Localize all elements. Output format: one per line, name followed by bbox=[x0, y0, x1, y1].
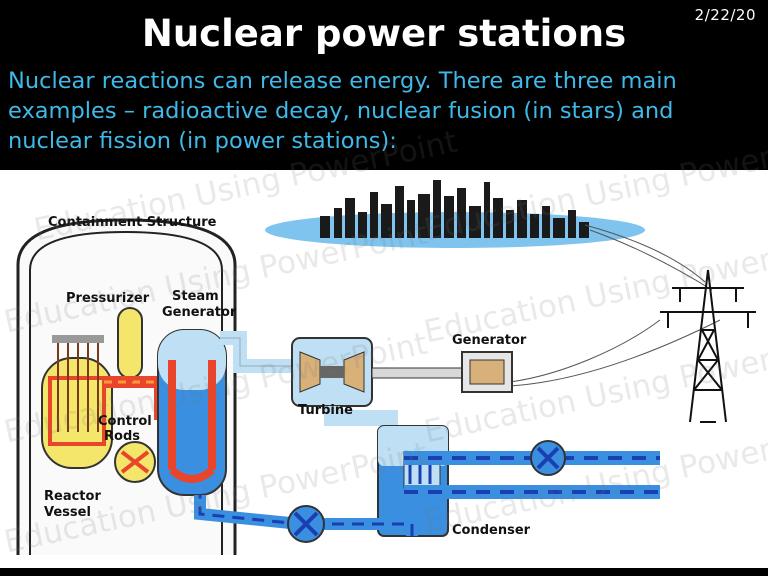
label-reactor-1: Reactor bbox=[44, 489, 101, 504]
diagram-svg: Containment Structure Pressurizer Steam … bbox=[16, 180, 756, 555]
reactor-vessel bbox=[41, 335, 113, 469]
label-reactor-2: Vessel bbox=[44, 505, 91, 520]
generator bbox=[371, 351, 513, 393]
steam-line bbox=[220, 331, 292, 373]
city-skyline bbox=[265, 180, 645, 248]
label-condenser: Condenser bbox=[452, 523, 531, 538]
exhaust-line bbox=[324, 406, 398, 428]
label-generator: Generator bbox=[452, 333, 527, 348]
label-control-2: Rods bbox=[104, 429, 140, 444]
coolant-pump bbox=[114, 441, 156, 483]
power-lines bbox=[509, 224, 721, 387]
label-steam-2: Generator bbox=[162, 305, 237, 320]
steam-generator bbox=[157, 329, 227, 496]
cooling-water-loop bbox=[404, 451, 660, 499]
pylon bbox=[660, 269, 756, 423]
slide-date: 2/22/20 bbox=[694, 6, 756, 24]
label-control-1: Control bbox=[98, 414, 152, 429]
label-steam-1: Steam bbox=[172, 289, 219, 304]
label-pressurizer: Pressurizer bbox=[66, 291, 150, 306]
feed-pump bbox=[287, 505, 325, 543]
turbine bbox=[291, 337, 373, 407]
pressurizer bbox=[117, 307, 143, 379]
slide-body-text: Nuclear reactions can release energy. Th… bbox=[8, 68, 677, 154]
nuclear-power-station-diagram: Containment Structure Pressurizer Steam … bbox=[0, 170, 768, 568]
cooling-pump bbox=[530, 440, 566, 476]
slide-title: Nuclear power stations bbox=[141, 12, 627, 55]
label-turbine: Turbine bbox=[298, 403, 353, 418]
label-containment: Containment Structure bbox=[48, 215, 217, 230]
